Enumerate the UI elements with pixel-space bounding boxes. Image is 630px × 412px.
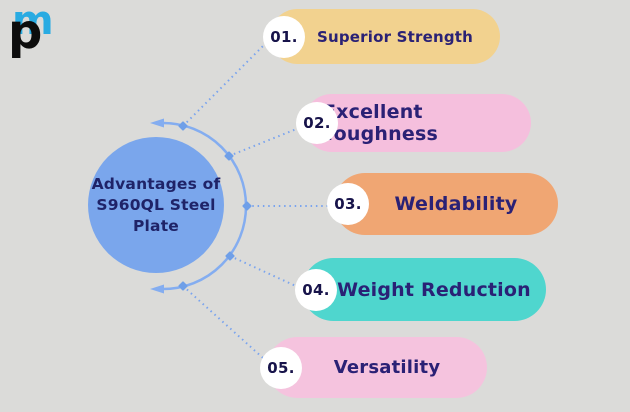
number-text-4: 04. <box>302 280 330 299</box>
arc-node-1 <box>178 121 188 131</box>
number-badge-1: 01. <box>263 15 305 58</box>
center-topic-title: Advantages of S960QL Steel Plate <box>91 174 221 235</box>
number-badge-2: 02. <box>296 102 338 144</box>
advantage-label-1: Superior Strength <box>316 27 474 46</box>
dotted-line-4 <box>229 255 299 288</box>
number-badge-5: 05. <box>260 346 302 389</box>
arc-arrowhead-top <box>150 118 164 128</box>
center-topic-circle: Advantages of S960QL Steel Plate <box>88 137 224 273</box>
dotted-line-2 <box>228 127 300 157</box>
number-text-1: 01. <box>270 27 298 46</box>
logo-letter-m: m <box>12 0 54 44</box>
advantage-label-5: Versatility <box>333 357 441 378</box>
number-badge-4: 04. <box>295 268 337 311</box>
arc-node-5 <box>178 281 188 291</box>
arc-node-3 <box>242 201 252 211</box>
dotted-line-1 <box>182 45 264 127</box>
number-text-2: 02. <box>303 114 331 132</box>
advantage-label-4: Weight Reduction <box>337 278 531 301</box>
advantage-label-2: Excellent Toughness <box>323 101 438 145</box>
brand-logo: m p <box>8 0 70 66</box>
arc-arrowhead-bottom <box>150 284 164 294</box>
number-text-3: 03. <box>334 195 362 213</box>
advantage-pill-3: 03. Weldability <box>327 173 558 235</box>
number-text-5: 05. <box>267 358 295 377</box>
advantage-label-3: Weldability <box>394 193 518 215</box>
advantage-pill-4: 04. Weight Reduction <box>295 258 546 321</box>
number-badge-3: 03. <box>327 183 369 225</box>
dotted-line-5 <box>182 285 264 359</box>
arc-node-4 <box>225 251 235 261</box>
advantage-pill-5: 05. Versatility <box>260 337 487 398</box>
advantage-pill-1: 01. Superior Strength <box>263 9 500 64</box>
arc-node-2 <box>224 151 234 161</box>
logo-letter-p: p <box>8 4 43 60</box>
advantage-pill-2: 02. Excellent Toughness <box>296 94 531 152</box>
